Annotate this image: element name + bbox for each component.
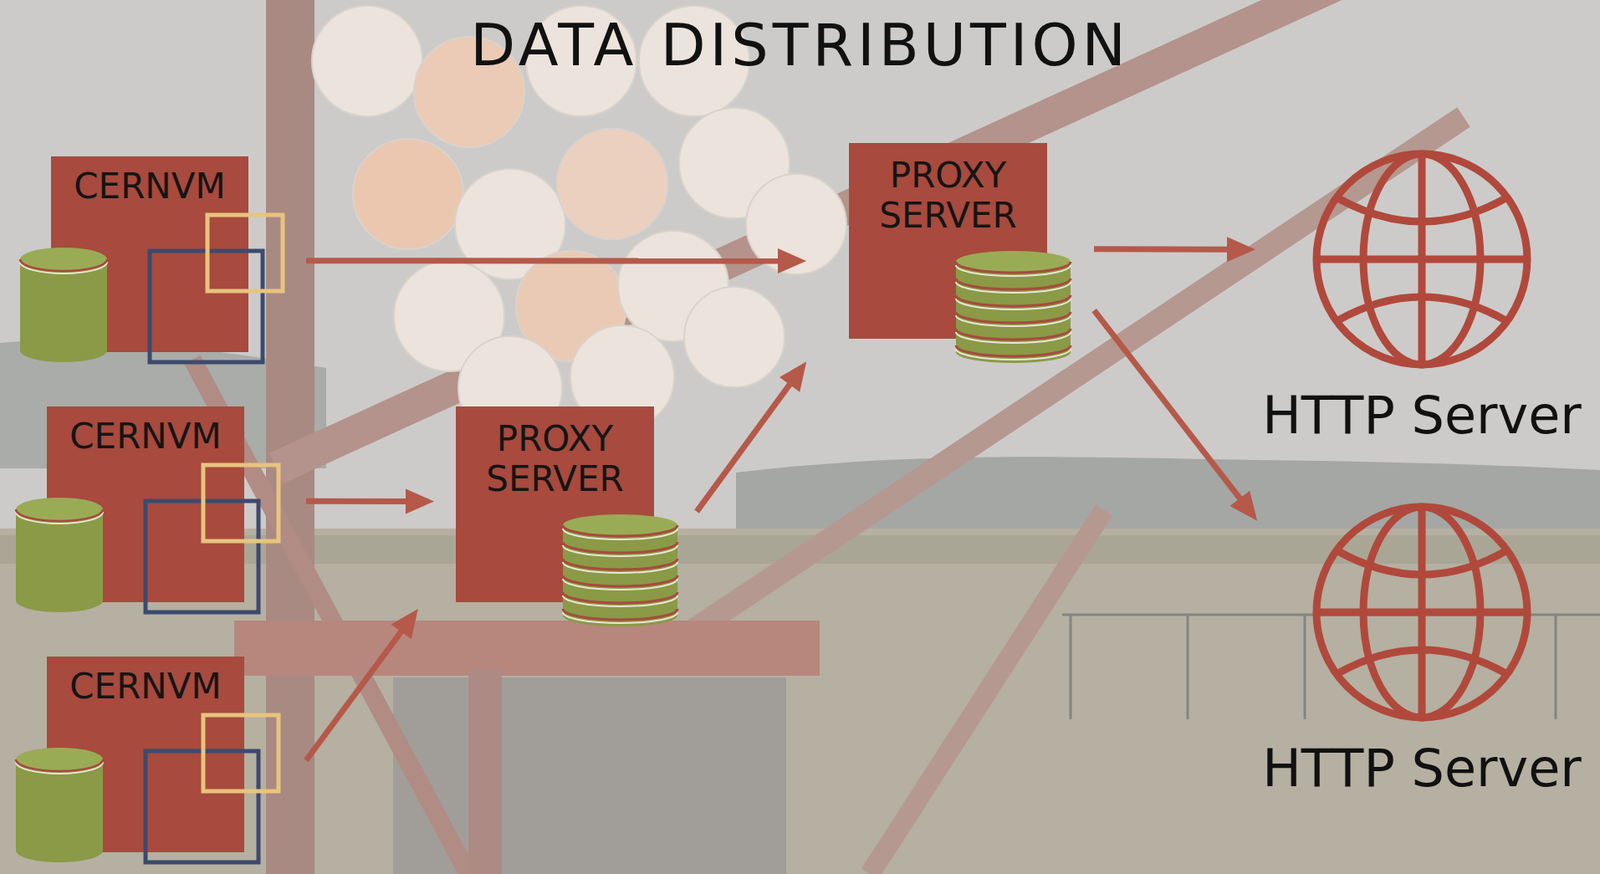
disk-stack [562,514,678,627]
cylinder-body [15,759,103,863]
data-flow-arrow [306,488,435,514]
mirror [557,128,668,240]
cylinder-rim [15,509,103,522]
disk-rim [562,608,678,620]
platform [234,620,820,676]
disk-rim [955,295,1071,307]
node-label: PROXY SERVER [455,406,655,501]
storage-cylinder [20,247,108,363]
data-flow-arrow [1093,310,1258,522]
globe-lines [1316,506,1528,718]
proxy-server-box: PROXY SERVER [455,406,678,628]
frame-beam [869,510,1105,874]
cylinder-top [15,497,103,522]
globe-latitude [1336,649,1508,675]
globe-equator [1316,255,1528,264]
arrow-shaft [1093,245,1229,252]
data-flow-arrow [306,608,419,761]
globe-lines [1316,153,1528,365]
globe-outline [1316,506,1528,718]
http-server-globe: HTTP Server [1258,145,1585,446]
node-label: CERNVM [46,406,245,457]
globe-outline [1316,153,1528,365]
disk-rim [562,541,678,553]
yellow-square [207,214,283,292]
cylinder-rim [20,259,108,271]
fence-post [1069,614,1073,720]
arrow-head [1226,236,1256,262]
globe-icon [1308,145,1536,374]
disk-rim [955,345,1071,357]
stack-top [562,514,678,537]
stack-body [562,525,678,627]
disk-rim [562,592,678,604]
disk-rim [955,261,1071,273]
globe-latitude [1336,296,1508,322]
cylinder-rim [15,759,103,772]
data-flow-arrow [696,361,807,512]
node-label: HTTP Server [1258,738,1585,798]
diagram-title: DATA DISTRIBUTION [470,10,1130,81]
data-flow-arrow [306,248,807,274]
storage-cylinder [15,497,103,613]
mirror [352,138,464,250]
proxy-server-box: PROXY SERVER [848,143,1071,364]
frame-beam [276,0,1339,469]
title-area: DATA DISTRIBUTION [0,10,1600,81]
vm-box: CERNVM [15,656,281,863]
disk-rim [955,328,1071,340]
storage-cylinder [15,747,103,863]
node-label: CERNVM [46,656,245,707]
disk-rim [562,525,678,537]
cylinder-body [20,259,108,363]
yellow-square [203,465,279,542]
cylinder-top [20,247,108,271]
data-flow-arrow [1093,236,1256,262]
stack-body [955,261,1071,363]
node-label: HTTP Server [1258,385,1585,445]
disk-rim [562,558,678,570]
mirror [684,286,785,388]
arrow-head [405,488,435,514]
fence-post [1186,614,1190,720]
arrow-shaft [1093,310,1241,500]
vm-box: CERNVM [20,156,285,363]
arrow-head [779,361,807,392]
arrow-shaft [696,383,791,512]
cylinder-body [15,509,103,613]
arrow-shaft [306,630,403,762]
node-label: PROXY SERVER [848,143,1048,237]
vm-box: CERNVM [15,406,281,613]
disk-rim [955,278,1071,290]
http-server-globe: HTTP Server [1258,498,1585,799]
node-label: CERNVM [51,156,249,207]
disk-stack [955,250,1071,363]
fence-post [1554,614,1558,720]
globe-latitude [1336,197,1508,222]
mirror [311,5,423,117]
arrow-shaft [306,257,780,264]
disk-rim [562,575,678,587]
arrow-head [391,608,419,639]
arrow-shaft [306,498,408,505]
globe-equator [1316,608,1528,617]
arrow-head [777,248,807,274]
globe-icon [1308,498,1536,726]
disk-rim [955,311,1071,323]
stack-top [955,250,1071,273]
globe-latitude [1336,550,1508,575]
cylinder-top [15,747,103,772]
fence-post [1303,614,1307,720]
yellow-square [203,715,279,792]
arrow-head [1229,490,1258,522]
platform-leg [468,669,502,874]
